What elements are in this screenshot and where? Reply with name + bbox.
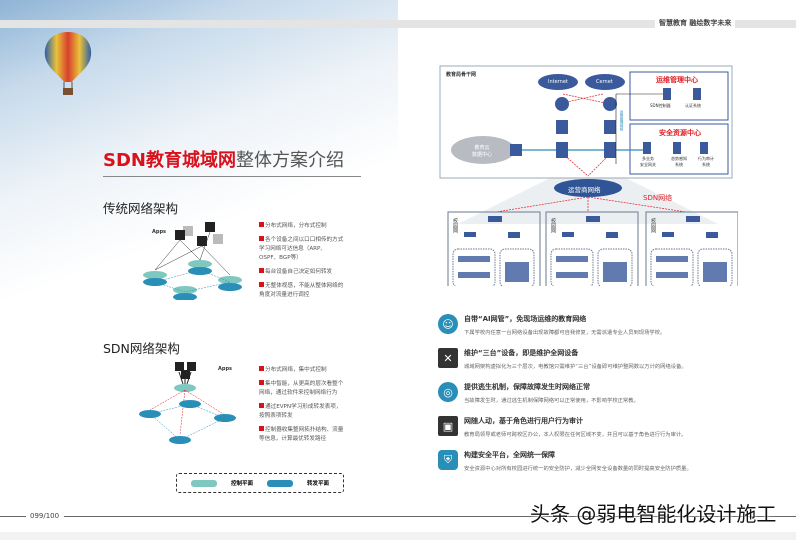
feature-desc: 当故障发生时，通过逃生机制保障网络可以正常使用，不影响学校正常教。 [464, 398, 639, 404]
sdn-bullets: 分布式网络，集中式控制 集中智能，从更高的层次看整个网络，通过软件来控制网络行为… [259, 366, 344, 444]
forward-plane-swatch [267, 480, 293, 487]
header-bar [0, 20, 796, 28]
sdn-network-label: SDN网络 [643, 194, 673, 202]
tools-icon: ✕ [438, 348, 458, 368]
traditional-bullets: 分布式网络，分布式控制 各个设备之间以口口相传的方式学习网络可达信息（ARP、O… [259, 222, 344, 300]
apps-label: Apps [152, 229, 167, 235]
control-plane-label: 控制平面 [231, 481, 254, 487]
auth-system-label: 认证系统 [685, 103, 701, 108]
security-center-label: 安全资源中心 [659, 129, 701, 137]
feature-item: ▣ 网随人动，基于角色进行用户行为审计教育局领导或老师可跨校区办公，本人权限在任何… [438, 416, 692, 450]
internet-label: Internet [548, 79, 568, 85]
right-page: 教育局骨干网 Internet Cernet 教育云数据中心 运维管理中心 SD… [398, 0, 796, 532]
bullet-item: 每台设备自己决定如何转发 [259, 268, 344, 277]
network-globe-icon: ◎ [438, 382, 458, 402]
page-number: 099/100 [30, 512, 60, 520]
bullet-item: 分布式网络，分布式控制 [259, 222, 344, 231]
feature-desc: 城域网架构虚拟化为三个层次，电教馆只需维护“三台”设备即可维护整网数以万计的网络… [464, 364, 687, 370]
sdn-network-topology-diagram [439, 65, 738, 286]
feature-desc: 教育局领导或老师可跨校区办公，本人权限在任何区域不变，并且可以基于角色进行行为审… [464, 432, 687, 438]
control-plane-swatch [191, 480, 217, 487]
header-slogan: 智慧教育 融绘数字未来 [655, 17, 736, 29]
watermark: 头条 @弱电智能化设计施工 [530, 502, 777, 526]
feature-item: ✕ 维护“三台”设备，即是维护全网设备城域网架构虚拟化为三个层次，电教馆只需维护“… [438, 348, 692, 382]
feature-desc: 下属学校内任意一台网络设备出现故障都可自我修复，无需派遣专业人员到现场学校。 [464, 330, 666, 336]
plane-legend: 控制平面 转发平面 [176, 473, 344, 493]
footer-rule [398, 516, 796, 517]
traditional-architecture-diagram [143, 222, 242, 300]
feature-title: 构建安全平台，全网统一保障 [464, 451, 555, 459]
feature-list: ☺ 自带“AI网管”，免现场运维的教育网络下属学校内任意一台网络设备出现故障都可自… [438, 314, 692, 484]
cloud-dc-label: 教育云数据中心 [472, 145, 493, 158]
cernet-label: Cernet [596, 79, 613, 85]
feature-title: 维护“三台”设备，即是维护全网设备 [464, 349, 579, 357]
feature-item: ⛨ 构建安全平台，全网统一保障安全资源中心对所有校园进行统一的安全防护，减少全网安… [438, 450, 692, 484]
traditional-heading: 传统网络架构 [103, 201, 179, 216]
shield-icon: ⛨ [438, 450, 458, 470]
footer-rule [64, 516, 398, 517]
bullet-item: 控制器收集整网拓扑结构、流量等信息，计算最优转发路径 [259, 426, 344, 442]
sdn-architecture-diagram [139, 362, 236, 444]
ai-operator-icon: ☺ [438, 314, 458, 334]
feature-title: 自带“AI网管”，免现场运维的教育网络 [464, 315, 587, 323]
page-title: SDN教育城域网整体方案介绍 [103, 150, 344, 171]
forward-plane-label: 转发平面 [307, 481, 330, 487]
ops-center-label: 运维管理中心 [656, 76, 698, 84]
situation-awareness-label: 态势感知系统 [671, 156, 687, 167]
ops-network-label: 运维管理网络 [620, 110, 624, 131]
campus-label: 校园网 [650, 218, 656, 233]
sdn-heading: SDN网络架构 [103, 341, 180, 356]
security-gateway-label: 多业务安全网关 [640, 156, 656, 167]
carrier-network-label: 运营商网络 [568, 186, 601, 194]
bullet-item: 无整体视感，不能从整体网络的角度对流量进行调控 [259, 282, 344, 298]
left-page: SDN教育城域网整体方案介绍 传统网络架构 Apps 分布式网络，分布式控制 各… [0, 0, 398, 532]
sdn-controller-label: SDN控制器 [650, 103, 671, 108]
bullet-item: 分布式网络，集中式控制 [259, 366, 344, 375]
campus-label: 校园网 [452, 218, 458, 233]
hot-air-balloon-image [44, 32, 92, 95]
behavior-audit-label: 行为审计系统 [698, 156, 714, 167]
bullet-item: 各个设备之间以口口相传的方式学习网络可达信息（ARP、OSPF、BGP等） [259, 236, 344, 261]
campus-label: 校园网 [550, 218, 556, 233]
feature-title: 提供逃生机制，保障故障发生时网络正常 [464, 383, 590, 391]
feature-item: ◎ 提供逃生机制，保障故障发生时网络正常当故障发生时，通过逃生机制保障网络可以正常… [438, 382, 692, 416]
bullet-item: 通过EVPN学习形成转发表项，按照表项转发 [259, 403, 342, 419]
feature-item: ☺ 自带“AI网管”，免现场运维的教育网络下属学校内任意一台网络设备出现故障都可自… [438, 314, 692, 348]
feature-desc: 安全资源中心对所有校园进行统一的安全防护，减少全网安全设备数量的同时提高安全防护… [464, 466, 692, 472]
bullet-item: 集中智能，从更高的层次看整个网络，通过软件来控制网络行为 [259, 380, 344, 396]
backbone-label: 教育局骨干网 [446, 72, 477, 78]
footer-rule [0, 516, 26, 517]
user-building-icon: ▣ [438, 416, 458, 436]
title-divider [103, 176, 361, 177]
feature-title: 网随人动，基于角色进行用户行为审计 [464, 417, 583, 425]
apps-label: Apps [218, 366, 233, 372]
